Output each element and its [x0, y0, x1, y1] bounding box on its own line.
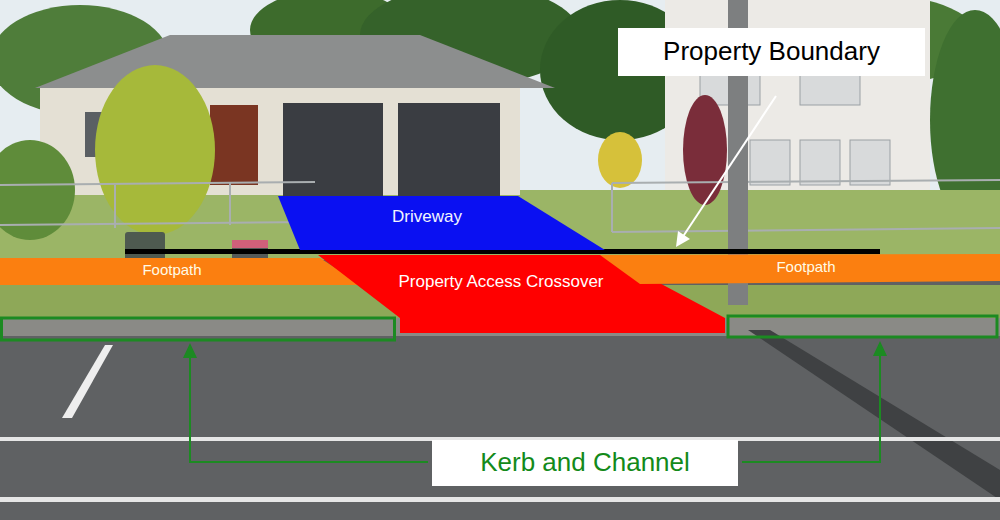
shape-fill — [278, 196, 605, 250]
callout-box: Property Boundary — [618, 28, 925, 76]
front-door — [210, 105, 258, 185]
road — [0, 336, 1000, 520]
node-label: Kerb and Channel — [480, 448, 690, 478]
leader-line — [682, 96, 776, 238]
shrub — [598, 132, 642, 188]
label-box: Kerb and Channel — [432, 440, 738, 486]
leader-line — [190, 350, 428, 462]
parking-line — [62, 345, 113, 418]
node-label: Footpath — [776, 258, 835, 275]
node-label: Property Access Crossover — [398, 272, 603, 292]
arrowhead — [183, 343, 197, 358]
kerb-highlight — [2, 318, 395, 340]
garage-door — [398, 103, 500, 196]
footpath-band: Footpath — [0, 258, 362, 285]
pole-shadow — [748, 330, 1000, 500]
arrowhead — [873, 341, 887, 356]
leader-line — [742, 348, 880, 462]
kerb-highlight — [728, 316, 997, 337]
road-line — [0, 497, 1000, 502]
node-label: Driveway — [392, 207, 462, 227]
house-roof — [35, 35, 555, 88]
bin-lid — [232, 240, 268, 248]
shrub — [95, 65, 215, 235]
arrowhead — [676, 231, 690, 247]
footpath-band: Footpath — [600, 254, 1000, 284]
node-label: Footpath — [142, 261, 201, 278]
shape-fill — [0, 258, 362, 285]
node-label: Property Boundary — [663, 37, 880, 67]
driveway-area: Driveway — [278, 196, 605, 250]
shape-fill — [600, 254, 1000, 284]
shrub — [683, 95, 727, 205]
